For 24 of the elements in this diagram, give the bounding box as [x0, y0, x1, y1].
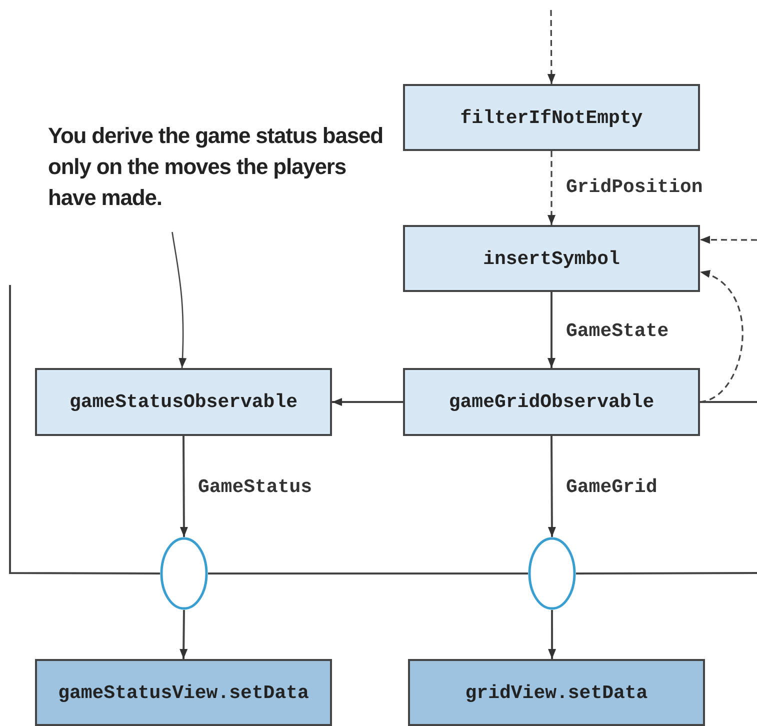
- process-box: filterIfNotEmpty: [403, 84, 700, 151]
- arrow: [180, 436, 188, 537]
- arrow: [548, 436, 556, 537]
- callout-note: You derive the game status based only on the moves the players have made.: [48, 120, 393, 232]
- arrow: [700, 271, 744, 403]
- output-box: gridView.setData: [408, 659, 705, 726]
- process-box: insertSymbol: [403, 225, 700, 292]
- connector-line: [700, 401, 757, 403]
- merge-circle: [160, 537, 208, 610]
- arrow: [547, 10, 556, 84]
- arrow: [180, 610, 188, 660]
- arrow: [700, 236, 757, 244]
- arrow: [548, 151, 556, 225]
- arrow: [332, 398, 403, 406]
- connector-line: [576, 572, 757, 574]
- connector-line: [9, 285, 160, 574]
- arrow: [548, 610, 556, 659]
- leader-line: [172, 232, 186, 368]
- output-box: gameStatusView.setData: [35, 659, 332, 726]
- connector-line: [208, 572, 528, 574]
- process-box: gameGridObservable: [403, 368, 700, 436]
- merge-circle: [528, 537, 576, 610]
- arrow: [548, 292, 556, 368]
- process-box: gameStatusObservable: [35, 368, 332, 436]
